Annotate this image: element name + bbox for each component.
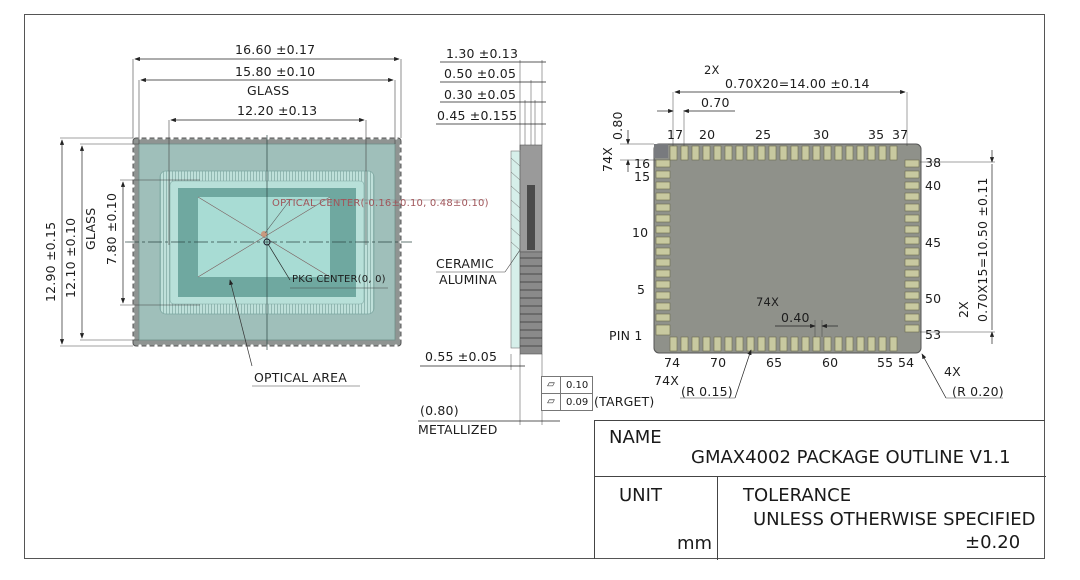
pin-label-55: 55 <box>877 355 894 370</box>
corner-radius-count: 4X <box>944 364 961 379</box>
dim-metallized: (0.80) <box>420 403 459 418</box>
unit-value: mm <box>677 533 713 554</box>
title-block: NAME GMAX4002 PACKAGE OUTLINE V1.1 UNIT … <box>594 420 1046 560</box>
pin-label-70: 70 <box>710 355 727 370</box>
dim-optical-width: 12.20 ±0.13 <box>237 103 318 118</box>
title-block-unit-cell: UNIT mm <box>595 477 718 560</box>
side-view <box>418 60 560 425</box>
optical-center-label: OPTICAL CENTER(-0.16±0.10, 0.48±0.10) <box>272 198 489 209</box>
dim-glass-height: 12.10 ±0.10 <box>63 217 78 298</box>
flatness-value-1: 0.10 <box>566 379 589 391</box>
dim-pad-width: 0.40 <box>781 310 810 325</box>
dim-corner-radius: (R 0.20) <box>952 384 1004 399</box>
pin-label-17: 17 <box>667 127 684 142</box>
pkg-center-label: PKG CENTER(0, 0) <box>292 274 386 285</box>
pin-label-54: 54 <box>898 355 915 370</box>
pin-label-16: 16 <box>634 156 651 171</box>
dim-pad-radius: (R 0.15) <box>681 384 733 399</box>
dim-optical-height: 7.80 ±0.10 <box>104 192 119 265</box>
dim-glass-width: 15.80 ±0.10 <box>235 64 316 79</box>
metallized-label: METALLIZED <box>418 422 498 437</box>
drawing-sheet-border <box>24 14 1045 559</box>
flatness-icon: ▱ <box>542 377 561 393</box>
pitch-top-count: 2X <box>704 63 720 77</box>
dim-pitch: 0.70 <box>701 95 730 110</box>
dim-side-3: 0.30 ±0.05 <box>444 87 517 102</box>
optical-area-label: OPTICAL AREA <box>254 370 348 385</box>
pin-label-25: 25 <box>755 127 772 142</box>
pin-label-10: 10 <box>632 225 649 240</box>
dim-side-2: 0.50 ±0.05 <box>444 66 517 81</box>
pin-label-40: 40 <box>925 178 942 193</box>
pin-label-15: 15 <box>634 169 651 184</box>
pin-label-53: 53 <box>925 327 942 342</box>
pin-label-65: 65 <box>766 355 783 370</box>
drawing-title: GMAX4002 PACKAGE OUTLINE V1.1 <box>691 447 1011 468</box>
glass-height-label: GLASS <box>83 207 98 250</box>
pad-width-count: 74X <box>756 295 780 309</box>
dim-pitch-top: 0.70X20=14.00 ±0.14 <box>725 76 870 91</box>
dim-pad-length: 0.80 <box>610 111 625 140</box>
tolerance-label: TOLERANCE <box>743 485 852 506</box>
dim-overall-width: 16.60 ±0.17 <box>235 42 316 57</box>
pin-label-60: 60 <box>822 355 839 370</box>
top-view <box>59 56 485 387</box>
pin-label-20: 20 <box>699 127 716 142</box>
dim-side-total: 1.30 ±0.13 <box>446 46 519 61</box>
pin-label-5: 5 <box>637 282 646 297</box>
pin-label-45: 45 <box>925 235 942 250</box>
pin-label-30: 30 <box>813 127 830 142</box>
name-label: NAME <box>609 427 662 448</box>
flatness-value-2: 0.09 <box>566 396 589 408</box>
flatness-target-note: (TARGET) <box>594 394 655 409</box>
tolerance-value: ±0.20 <box>965 532 1021 553</box>
material-label-alumina: ALUMINA <box>439 272 497 287</box>
dim-overall-height: 12.90 ±0.15 <box>43 221 58 302</box>
pin-1-label: PIN 1 <box>609 328 643 343</box>
pitch-right-count: 2X <box>956 301 971 318</box>
pin-label-35: 35 <box>868 127 885 142</box>
material-label-ceramic: CERAMIC <box>436 256 494 271</box>
bottom-view <box>620 89 1003 399</box>
glass-label: GLASS <box>247 83 290 98</box>
pad-length-count: 74X <box>600 146 615 172</box>
flatness-frame-2: ▱ 0.09 <box>541 393 593 411</box>
pin-label-74: 74 <box>664 355 681 370</box>
pin-label-37: 37 <box>892 127 909 142</box>
unit-label: UNIT <box>619 485 662 506</box>
pin-label-50: 50 <box>925 291 942 306</box>
pin-label-38: 38 <box>925 155 942 170</box>
flatness-icon: ▱ <box>542 394 561 410</box>
flatness-frame-1: ▱ 0.10 <box>541 376 593 394</box>
dim-glass-thickness: 0.55 ±0.05 <box>425 349 498 364</box>
tolerance-note: UNLESS OTHERWISE SPECIFIED <box>753 509 1036 530</box>
dim-side-4: 0.45 ±0.155 <box>437 108 518 123</box>
title-block-name-row: NAME GMAX4002 PACKAGE OUTLINE V1.1 <box>595 421 1046 477</box>
pad-radius-count: 74X <box>654 373 680 388</box>
dim-pitch-right: 0.70X15=10.50 ±0.11 <box>975 177 990 322</box>
